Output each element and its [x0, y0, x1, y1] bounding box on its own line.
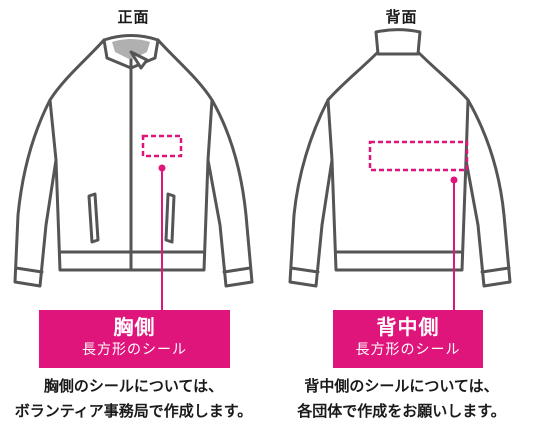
back-jacket-illustration: [288, 28, 512, 312]
chest-pointer-dot: [158, 164, 166, 172]
back-sticker-area: [368, 140, 469, 172]
front-collar-inner: [112, 39, 150, 60]
front-jacket-illustration: [13, 34, 254, 312]
front-note-line2: ボランティア事務局で作成します。: [14, 402, 253, 420]
chest-label-title: 胸側: [113, 315, 156, 339]
front-left-pocket: [87, 192, 100, 244]
back-label-title: 背中側: [376, 315, 440, 339]
back-note-line1: 背中側のシールについては、: [304, 377, 499, 395]
back-pointer-dot: [450, 176, 458, 184]
front-right-pocket: [164, 192, 176, 244]
front-view-title: 正面: [117, 8, 150, 26]
back-right-sleeve: [464, 98, 512, 288]
front-right-sleeve: [206, 98, 254, 288]
front-note-line1: 胸側のシールについては、: [43, 377, 224, 395]
back-collar: [374, 28, 422, 56]
front-note: 胸側のシールについては、 ボランティア事務局で作成します。: [0, 374, 267, 424]
back-left-sleeve: [288, 98, 334, 288]
front-left-sleeve: [13, 98, 58, 288]
front-view-panel: 正面 胸側 長方形のシール: [0, 0, 267, 423]
chest-label-subtitle: 長方形のシール: [82, 342, 187, 358]
back-body-outline: [326, 50, 470, 272]
chest-sticker-area: [141, 134, 183, 158]
back-view-panel: 背面 背中側 長方形のシール 背中側のシールについては、 各団体で作成をお願いし…: [268, 0, 535, 423]
back-view-title: 背面: [385, 8, 418, 26]
back-label-subtitle: 長方形のシール: [355, 342, 461, 358]
back-label-box: 背中側 長方形のシール: [333, 310, 483, 368]
chest-label-box: 胸側 長方形のシール: [39, 310, 230, 368]
back-note-line2: 各団体で作成をお願いします。: [297, 402, 506, 420]
back-note: 背中側のシールについては、 各団体で作成をお願いします。: [268, 374, 535, 424]
